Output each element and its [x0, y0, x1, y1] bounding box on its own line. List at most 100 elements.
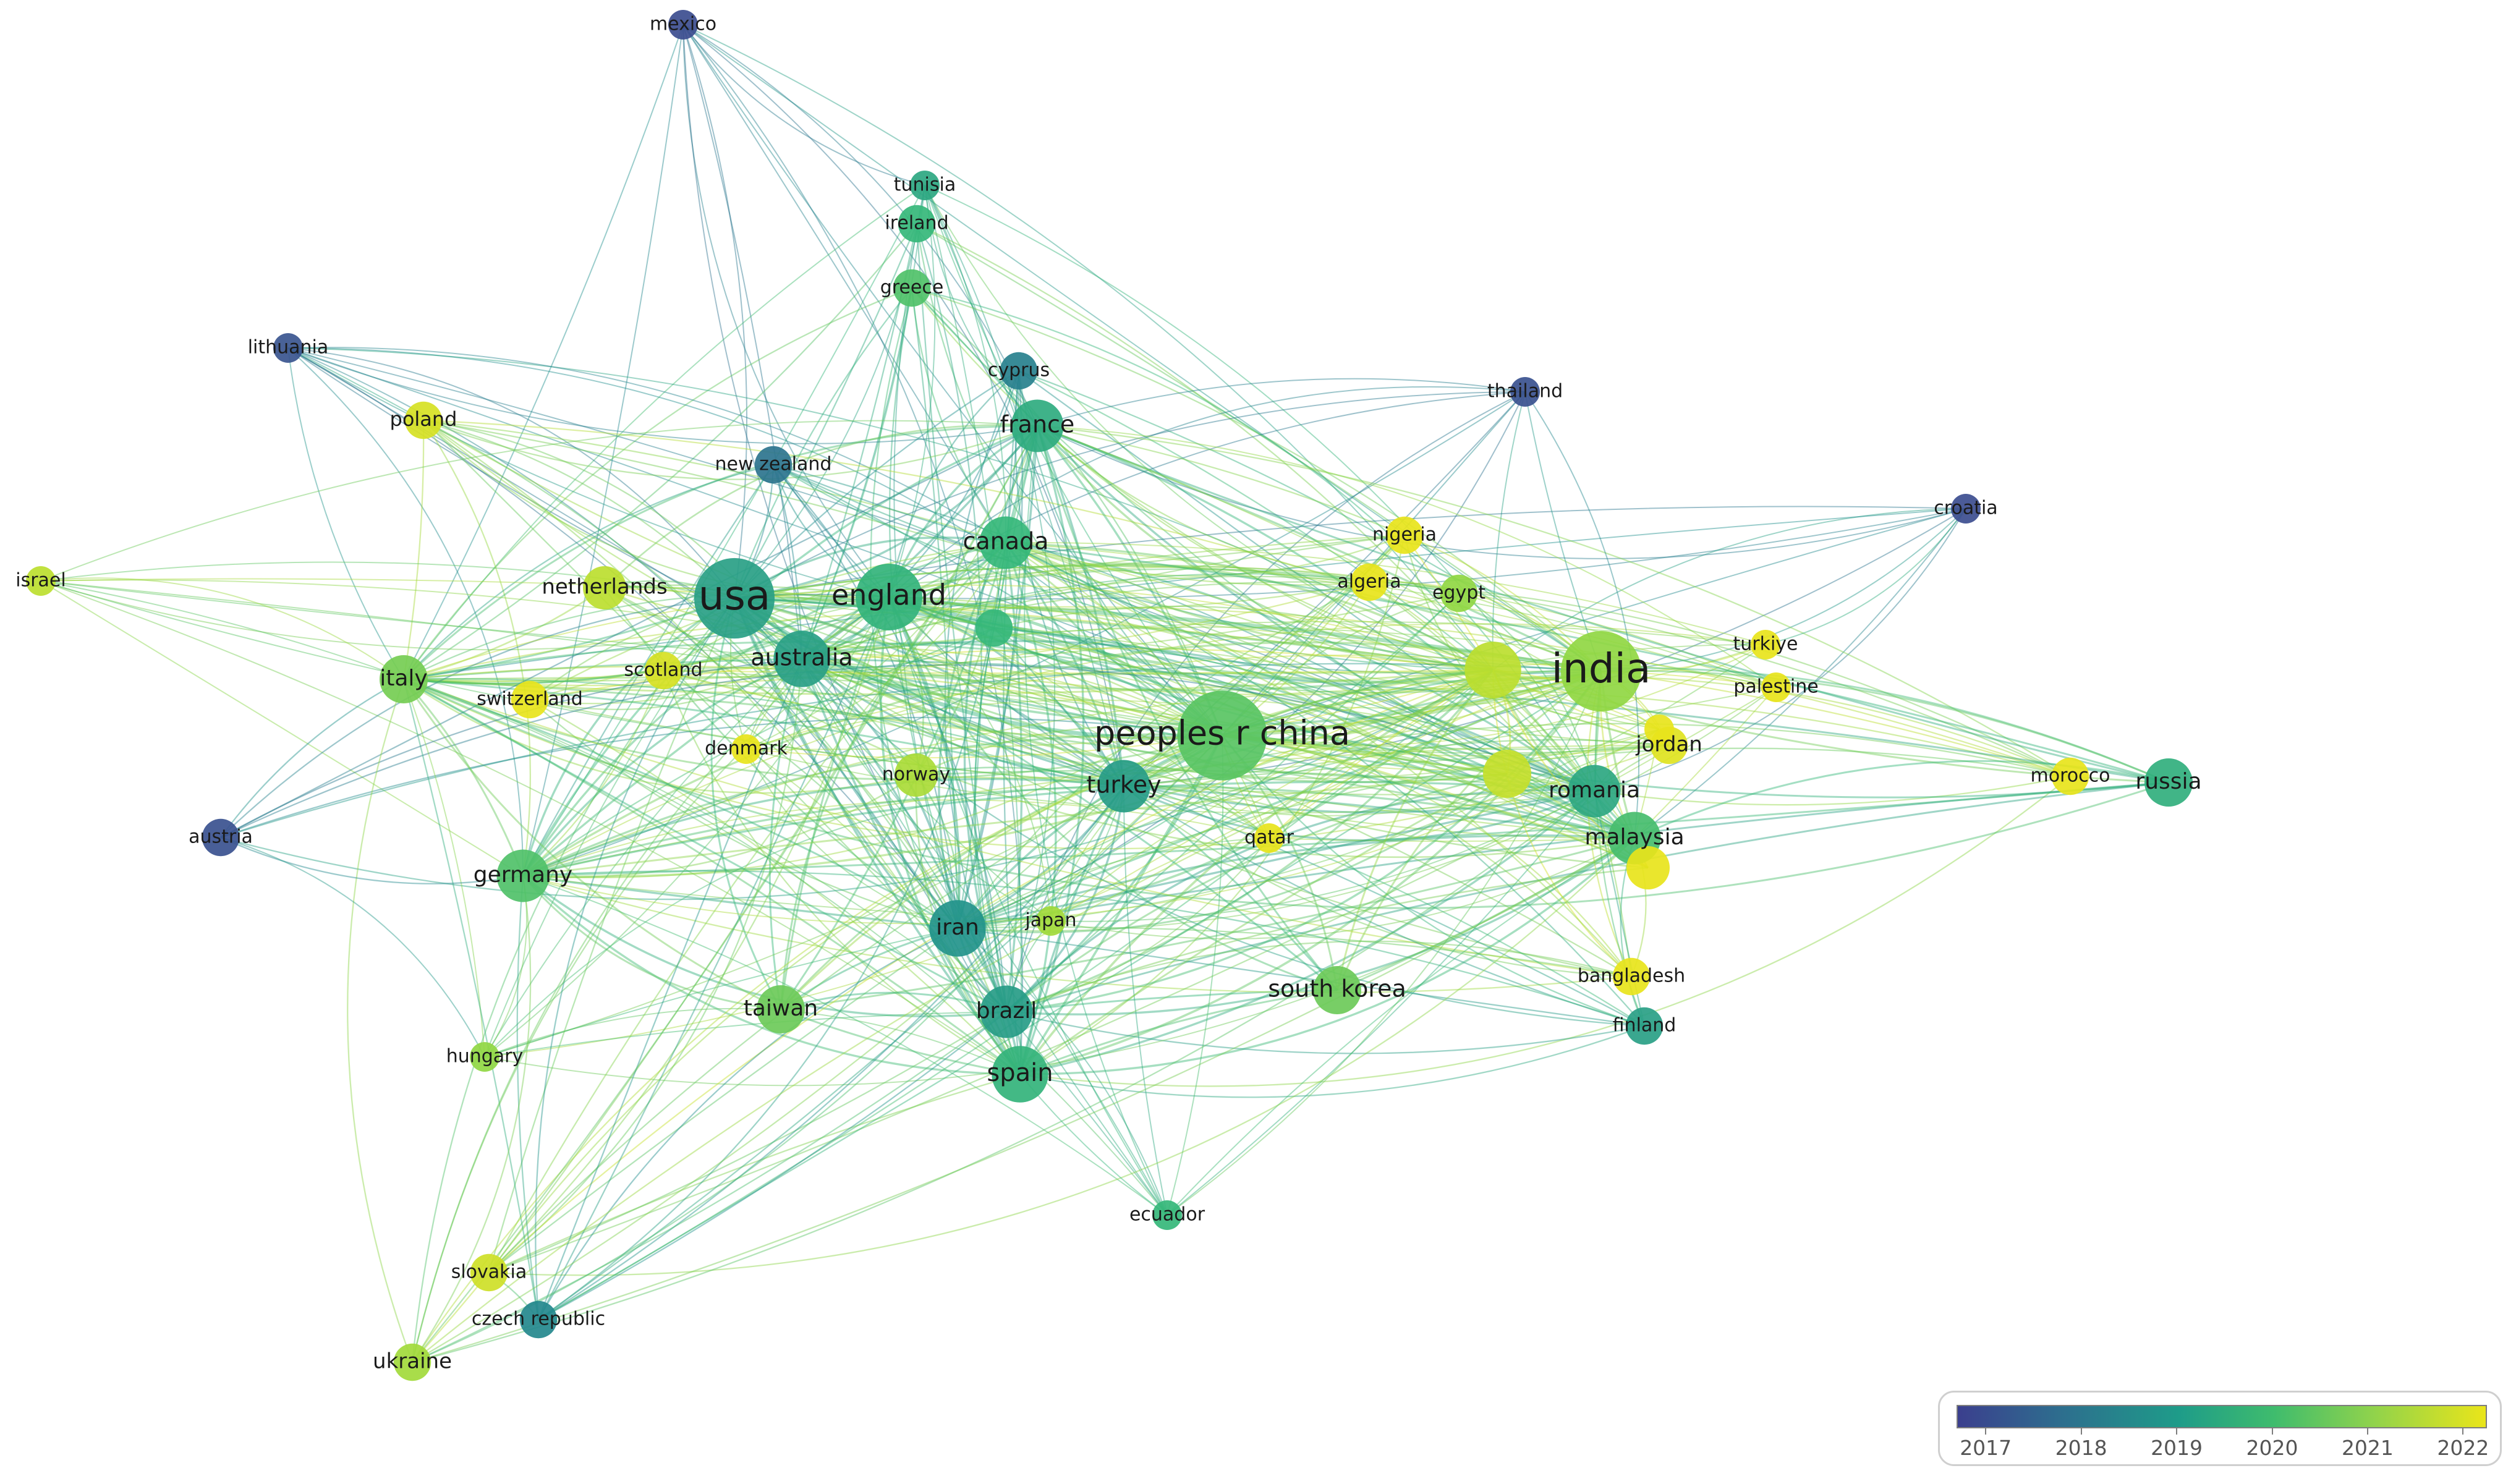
node-india[interactable]	[1560, 630, 1642, 712]
link-switzerland-spain	[529, 698, 1021, 1075]
label-greece: greece	[880, 277, 944, 299]
link-poland-spain	[423, 420, 1021, 1075]
node-germany[interactable]	[496, 849, 550, 902]
node-israel[interactable]	[26, 566, 56, 596]
link-south-korea-france	[1036, 425, 1338, 991]
link-austria-romania	[220, 664, 1595, 839]
node-canada[interactable]	[979, 516, 1032, 569]
node-scotland[interactable]	[644, 651, 682, 690]
link-turkey-brazil	[1005, 786, 1125, 1013]
node-n-unlabeled-3[interactable]	[1483, 750, 1531, 798]
link-israel-brazil	[40, 580, 1007, 1012]
link-turkey-italy	[403, 678, 1124, 787]
node-taiwan[interactable]	[757, 985, 805, 1033]
node-australia[interactable]	[773, 630, 830, 687]
node-denmark[interactable]	[731, 734, 761, 764]
node-turkey[interactable]	[1097, 760, 1150, 813]
node-czech-republic[interactable]	[519, 1300, 558, 1339]
node-norway[interactable]	[895, 753, 938, 797]
link-poland-usa	[423, 419, 735, 599]
node-new-zealand[interactable]	[754, 446, 793, 484]
link-cyprus-n-unlabeled-2	[1018, 370, 1494, 671]
node-greece[interactable]	[893, 269, 931, 307]
link-slovakia-usa	[488, 598, 736, 1273]
link-bangladesh-australia	[801, 658, 1632, 978]
node-netherlands[interactable]	[583, 566, 626, 609]
link-cyprus-spain	[1003, 370, 1021, 1075]
node-morocco[interactable]	[2051, 757, 2089, 795]
link-taiwan-spain	[780, 1008, 1021, 1075]
link-mexico-peoples-r-china	[682, 24, 1223, 736]
node-finland[interactable]	[1625, 1007, 1664, 1045]
node-n-unlabeled-4[interactable]	[1626, 846, 1670, 889]
node-japan[interactable]	[1036, 906, 1066, 936]
node-algeria[interactable]	[1350, 563, 1388, 601]
node-south-korea[interactable]	[1313, 966, 1361, 1014]
legend-label-2021: 2021	[2341, 1436, 2394, 1460]
node-tunisia[interactable]	[910, 171, 940, 200]
link-denmark-france	[746, 425, 1038, 750]
node-england[interactable]	[856, 564, 922, 630]
link-nigeria-usa	[734, 534, 1405, 600]
node-switzerland[interactable]	[511, 681, 549, 719]
node-brazil[interactable]	[980, 985, 1033, 1038]
label-switzerland: switzerland	[477, 689, 583, 710]
node-iran[interactable]	[929, 900, 986, 957]
link-czech-republic-germany	[516, 875, 540, 1320]
node-thailand[interactable]	[1510, 377, 1540, 407]
node-mexico[interactable]	[668, 10, 698, 40]
node-egypt[interactable]	[1440, 574, 1478, 613]
node-n-unlabeled-5[interactable]	[1644, 714, 1674, 744]
node-turkiye[interactable]	[1751, 630, 1780, 659]
link-mexico-turkey	[682, 24, 1124, 787]
node-russia[interactable]	[2144, 758, 2193, 807]
node-lithuania[interactable]	[273, 333, 303, 363]
link-hungary-iran	[484, 928, 958, 1058]
link-palestine-england	[888, 566, 1777, 688]
link-croatia-peoples-r-china	[1222, 508, 1966, 736]
node-spain[interactable]	[992, 1046, 1048, 1103]
node-slovakia[interactable]	[470, 1253, 508, 1292]
link-scotland-spain	[662, 670, 1021, 1075]
label-taiwan: taiwan	[744, 996, 818, 1021]
link-ireland-usa	[733, 223, 918, 599]
node-poland[interactable]	[404, 401, 443, 439]
link-algeria-usa	[734, 565, 1370, 600]
node-n-unlabeled-1[interactable]	[975, 609, 1013, 647]
link-australia-germany	[522, 658, 802, 877]
node-croatia[interactable]	[1951, 494, 1981, 524]
node-peoples-r-china[interactable]	[1177, 690, 1267, 781]
link-austria-india	[220, 663, 1602, 839]
node-ukraine[interactable]	[393, 1343, 431, 1381]
legend-label-2022: 2022	[2437, 1436, 2489, 1460]
label-palestine: palestine	[1733, 676, 1818, 698]
node-ireland[interactable]	[898, 205, 936, 243]
node-palestine[interactable]	[1761, 672, 1791, 702]
node-qatar[interactable]	[1254, 823, 1284, 853]
link-spain-n-unlabeled-2	[1019, 669, 1494, 1075]
link-poland-italy	[402, 420, 425, 680]
node-ecuador[interactable]	[1152, 1200, 1182, 1230]
node-n-unlabeled-2[interactable]	[1464, 642, 1521, 698]
link-usa-brazil	[733, 598, 1008, 1013]
link-qatar-england	[888, 596, 1270, 839]
link-nigeria-france	[1037, 425, 1405, 536]
link-denmark-romania	[746, 748, 1595, 814]
link-brazil-n-unlabeled-2	[1006, 669, 1494, 1013]
link-austria-n-unlabeled-2	[220, 669, 1494, 901]
link-denmark-n-unlabeled-2	[746, 669, 1494, 758]
node-usa[interactable]	[694, 558, 775, 639]
node-cyprus[interactable]	[1000, 352, 1038, 390]
node-romania[interactable]	[1568, 765, 1621, 818]
year-color-scale	[1957, 1405, 2487, 1428]
link-ukraine-india	[412, 670, 1602, 1363]
node-italy[interactable]	[380, 655, 428, 703]
link-japan-n-unlabeled-2	[1050, 669, 1494, 922]
node-bangladesh[interactable]	[1612, 957, 1651, 996]
node-france[interactable]	[1011, 399, 1064, 452]
node-hungary[interactable]	[470, 1042, 499, 1072]
node-austria[interactable]	[202, 818, 240, 857]
link-algeria-england	[888, 581, 1370, 610]
link-new-zealand-peoples-r-china	[773, 464, 1223, 736]
node-nigeria[interactable]	[1385, 516, 1424, 554]
